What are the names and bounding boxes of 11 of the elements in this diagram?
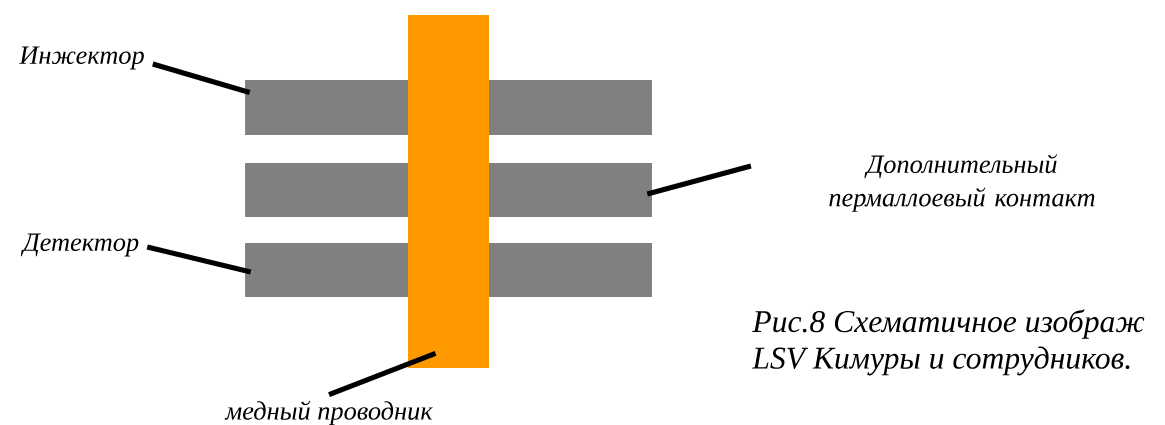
caption-text: Рис.8 Схематичное изображ	[752, 309, 1145, 339]
caption-text: LSV Кимуры и сотрудников.	[752, 346, 1130, 376]
part-label: Инжектор	[19, 46, 144, 70]
part-label: Детектор	[20, 233, 139, 257]
conductor-strip	[408, 15, 489, 368]
leader-line	[646, 163, 752, 197]
leader-line	[328, 350, 437, 398]
part-label: медный проводник	[224, 400, 433, 425]
leader-line	[152, 61, 251, 95]
part-label: Дополнительный пермаллоевый контакт	[829, 154, 1095, 212]
leader-line	[146, 244, 252, 275]
